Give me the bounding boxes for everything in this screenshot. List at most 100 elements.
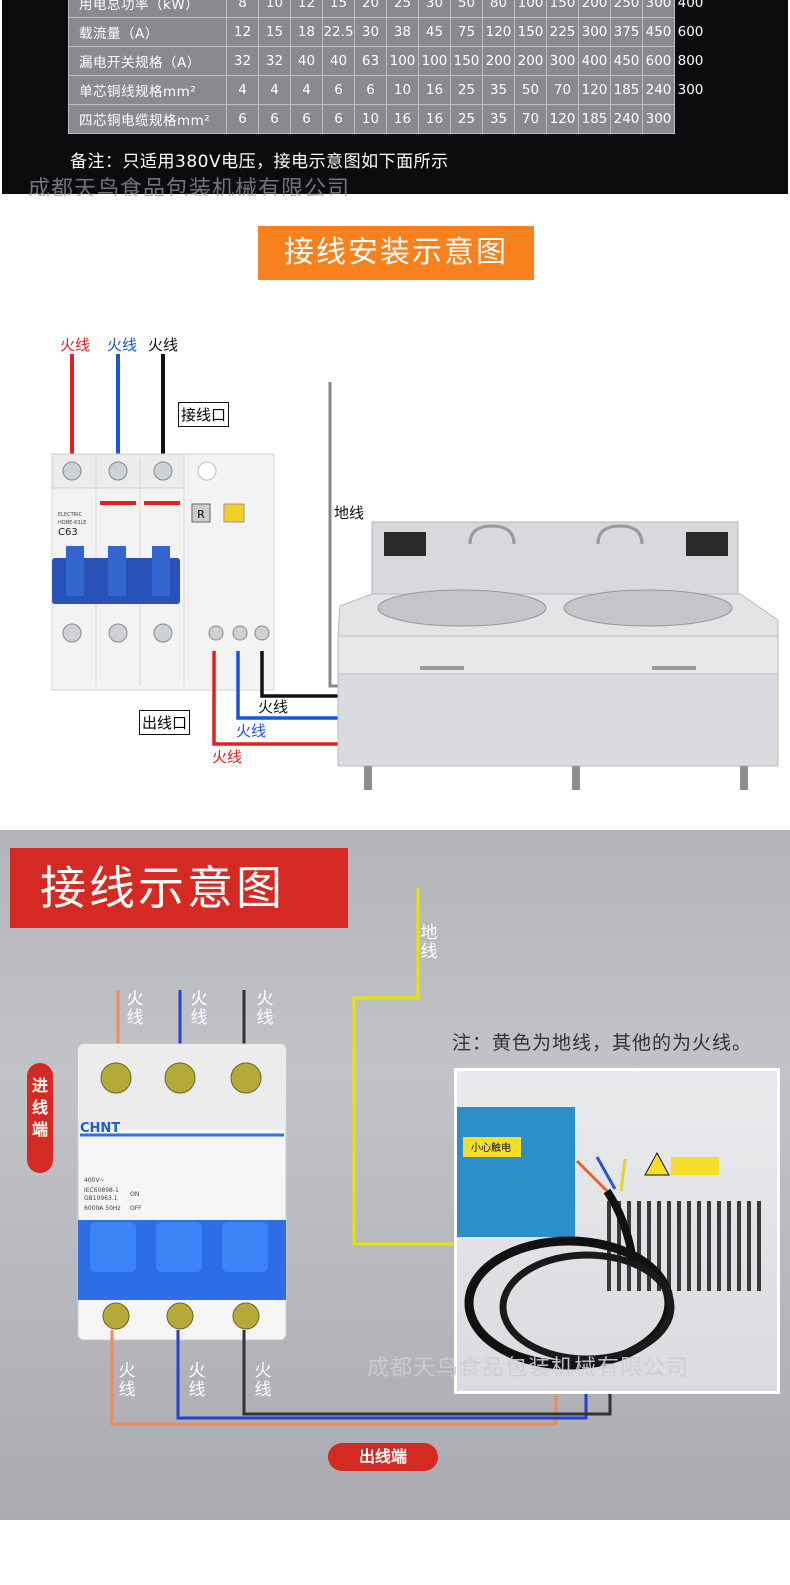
cable-photo-drawing: 小心触电 xyxy=(457,1107,761,1370)
spec-cell: 120 xyxy=(546,104,579,134)
inlet-label: 接线口 xyxy=(178,402,230,427)
spec-cell: 15 xyxy=(322,0,355,18)
spec-cell: 6 xyxy=(226,104,259,134)
spec-cell: 18 xyxy=(290,17,323,47)
spec-row-label: 单芯铜线规格mm² xyxy=(68,75,227,105)
spec-cell: 200 xyxy=(578,0,611,18)
spec-cell: 35 xyxy=(482,104,515,134)
spec-cell: 300 xyxy=(546,46,579,76)
spec-cell: 300 xyxy=(642,104,675,134)
outgoing-wire-red xyxy=(212,651,340,746)
top-wire-label-1: 火线 xyxy=(126,989,144,1028)
spec-cell: 4 xyxy=(258,75,291,105)
spec-cell xyxy=(674,104,707,134)
outgoing-wire-dark xyxy=(242,1330,612,1416)
spec-cell: 300 xyxy=(578,17,611,47)
spec-cell: 30 xyxy=(354,17,387,47)
spec-cell: 6 xyxy=(322,75,355,105)
bottom-wire-label-1: 火线 xyxy=(258,698,289,716)
spec-cell: 4 xyxy=(290,75,323,105)
breaker-brand: ELECTRIC xyxy=(58,512,83,518)
spec-cell: 63 xyxy=(354,46,387,76)
spec-cell: 40 xyxy=(290,46,323,76)
spec-cell: 8 xyxy=(226,0,259,18)
spec-cell: 40 xyxy=(322,46,355,76)
spec-cell: 150 xyxy=(546,0,579,18)
chnt-capacity: 6000A 50Hz xyxy=(84,1205,121,1212)
breaker-rating: C63 xyxy=(58,527,78,538)
outlet-label: 出线口 xyxy=(139,710,191,735)
outgoing-wire-blue xyxy=(236,651,340,720)
svg-text:R: R xyxy=(197,508,205,521)
spec-cell: 400 xyxy=(578,46,611,76)
breaker-model: HOBE-63LE xyxy=(58,520,86,526)
spec-cell: 25 xyxy=(450,75,483,105)
ground-wire xyxy=(328,382,340,688)
spec-cell: 22.5 xyxy=(322,17,355,47)
top-wire-label-2: 火线 xyxy=(107,336,138,354)
bottom-wire-label-3: 火线 xyxy=(212,748,243,766)
spec-cell: 6 xyxy=(290,104,323,134)
spec-cell: 25 xyxy=(450,104,483,134)
spec-cell: 38 xyxy=(386,17,419,47)
spec-row-label: 四芯铜电缆规格mm² xyxy=(68,104,227,134)
spec-cell: 450 xyxy=(610,46,643,76)
wiring-title: 接线示意图 xyxy=(10,848,348,928)
cable-photo: 小心触电 xyxy=(454,1068,780,1394)
wiring-diagram: CHNT 400V~ IEC60898-1 GB10963.1 6000A 50… xyxy=(77,888,612,1426)
wiring-note: 注：黄色为地线，其他的为火线。 xyxy=(452,1032,753,1054)
spec-cell: 10 xyxy=(258,0,291,18)
spec-cell: 185 xyxy=(610,75,643,105)
stove-image xyxy=(337,521,779,790)
spec-cell: 30 xyxy=(418,0,451,18)
wiring-section: 接线示意图 CHNT 400V~ IEC60898-1 GB10963.1 6 xyxy=(0,830,790,1520)
spec-cell: 75 xyxy=(450,17,483,47)
spec-cell: 6 xyxy=(258,104,291,134)
ground-wire-yellow xyxy=(352,888,454,1246)
outgoing-wire-blue xyxy=(176,1330,588,1420)
spec-cell: 32 xyxy=(258,46,291,76)
spec-cell: 100 xyxy=(386,46,419,76)
inlet-tag: 进线端 xyxy=(27,1063,53,1173)
spec-row-label: 漏电开关规格（A） xyxy=(68,46,227,76)
install-title: 接线安装示意图 xyxy=(258,226,534,280)
bottom-wire-label-1: 火线 xyxy=(118,1361,136,1400)
top-wire-label-3: 火线 xyxy=(256,989,274,1028)
spec-cell: 16 xyxy=(386,104,419,134)
spec-cell: 800 xyxy=(674,46,707,76)
spec-cell: 70 xyxy=(514,104,547,134)
spec-note: 备注：只适用380V电压，接电示意图如下面所示 xyxy=(70,152,449,172)
outgoing-wire-orange xyxy=(110,1330,558,1426)
spec-cell: 300 xyxy=(674,75,707,105)
spec-cell: 32 xyxy=(226,46,259,76)
spec-cell: 375 xyxy=(610,17,643,47)
spec-cell: 225 xyxy=(546,17,579,47)
spec-row-label: 载流量（A） xyxy=(68,17,227,47)
spec-cell: 16 xyxy=(418,75,451,105)
spec-cell: 100 xyxy=(514,0,547,18)
bottom-wire-label-3: 火线 xyxy=(254,1361,272,1400)
spec-cell: 4 xyxy=(226,75,259,105)
install-diagram: R ELECTRIC HOBE-63LE C63 xyxy=(51,354,779,790)
spec-cell: 6 xyxy=(322,104,355,134)
spec-cell: 200 xyxy=(514,46,547,76)
outlet-tag: 出线端 xyxy=(328,1443,438,1471)
top-wire-label-2: 火线 xyxy=(190,989,208,1028)
spec-cell: 120 xyxy=(482,17,515,47)
spec-cell: 240 xyxy=(642,75,675,105)
spec-cell: 150 xyxy=(450,46,483,76)
spec-cell: 16 xyxy=(418,104,451,134)
spec-cell: 15 xyxy=(258,17,291,47)
ground-label: 地线 xyxy=(420,923,438,962)
spec-cell: 12 xyxy=(290,0,323,18)
spec-cell: 200 xyxy=(482,46,515,76)
chnt-voltage: 400V~ xyxy=(84,1177,105,1184)
spec-cell: 25 xyxy=(386,0,419,18)
spec-cell: 185 xyxy=(578,104,611,134)
